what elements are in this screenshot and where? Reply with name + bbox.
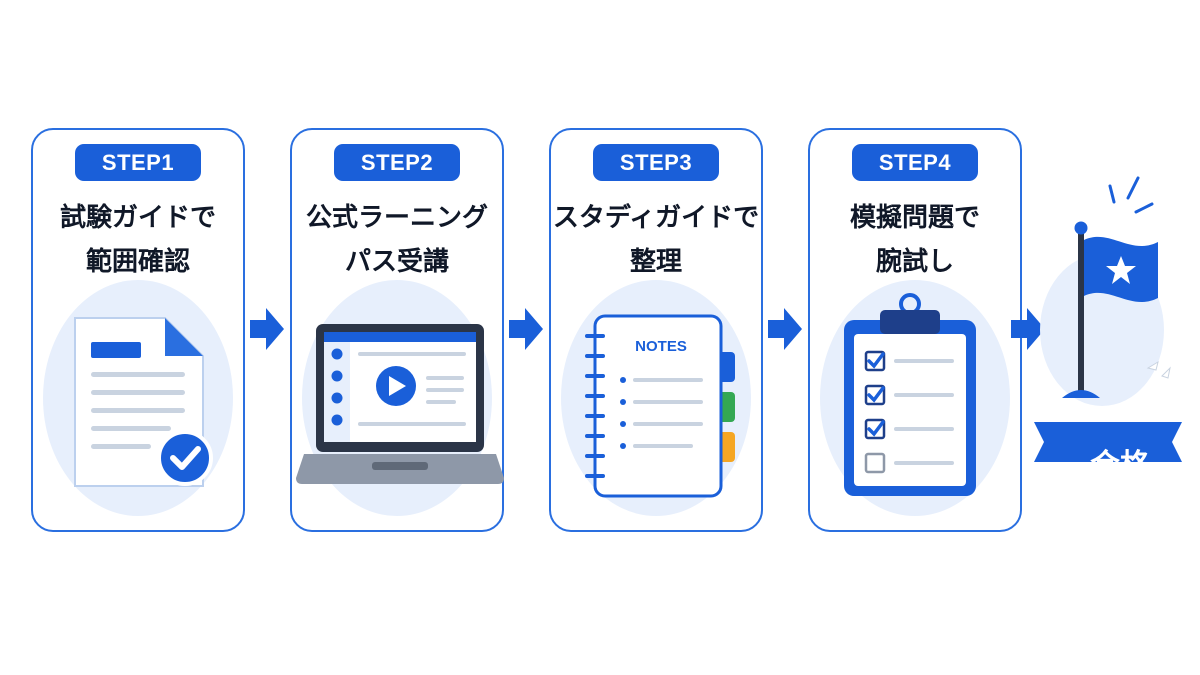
notes-label: NOTES xyxy=(635,338,687,355)
step-title-line: 模擬問題で xyxy=(849,203,980,233)
step-card-1: STEP1 試験ガイドで 範囲確認 xyxy=(31,128,245,532)
step-title-line: パス受講 xyxy=(344,247,449,277)
step-title-line: 範囲確認 xyxy=(85,247,190,277)
step-badge: STEP1 xyxy=(75,144,201,181)
step-title-line: 腕試し xyxy=(875,247,954,277)
step-title: スタディガイドで 整理 xyxy=(551,196,761,284)
step-title-line: 試験ガイドで xyxy=(59,203,216,233)
arrow-right-icon xyxy=(1011,308,1045,350)
step-title-line: 整理 xyxy=(629,247,682,277)
step-badge: STEP2 xyxy=(334,144,460,181)
step-title: 公式ラーニング パス受講 xyxy=(292,196,502,284)
arrow-right-icon xyxy=(509,308,543,350)
step-title: 試験ガイドで 範囲確認 xyxy=(33,196,243,284)
notes-lines xyxy=(620,377,703,449)
step-title-line: 公式ラーニング xyxy=(305,203,488,233)
document-check-icon xyxy=(74,317,213,487)
arrow-right-icon xyxy=(250,308,284,350)
goal-label: 合格 xyxy=(1090,448,1150,483)
step-badge: STEP4 xyxy=(852,144,978,181)
step-card-2: STEP2 公式ラーニング パス受講 xyxy=(290,128,504,532)
step-card-3: STEP3 スタディガイドで 整理 NOTES xyxy=(549,128,763,532)
step-badge: STEP3 xyxy=(593,144,719,181)
step-title-line: スタディガイドで xyxy=(552,203,760,233)
clipboard-checklist-icon xyxy=(844,293,976,496)
laptop-video-icon xyxy=(296,324,504,484)
flag-star-icon xyxy=(1034,176,1182,462)
arrow-right-icon xyxy=(768,308,802,350)
step-title: 模擬問題で 腕試し xyxy=(810,196,1020,284)
notebook-icon xyxy=(585,314,735,498)
step-card-4: STEP4 模擬問題で 腕試し xyxy=(808,128,1022,532)
